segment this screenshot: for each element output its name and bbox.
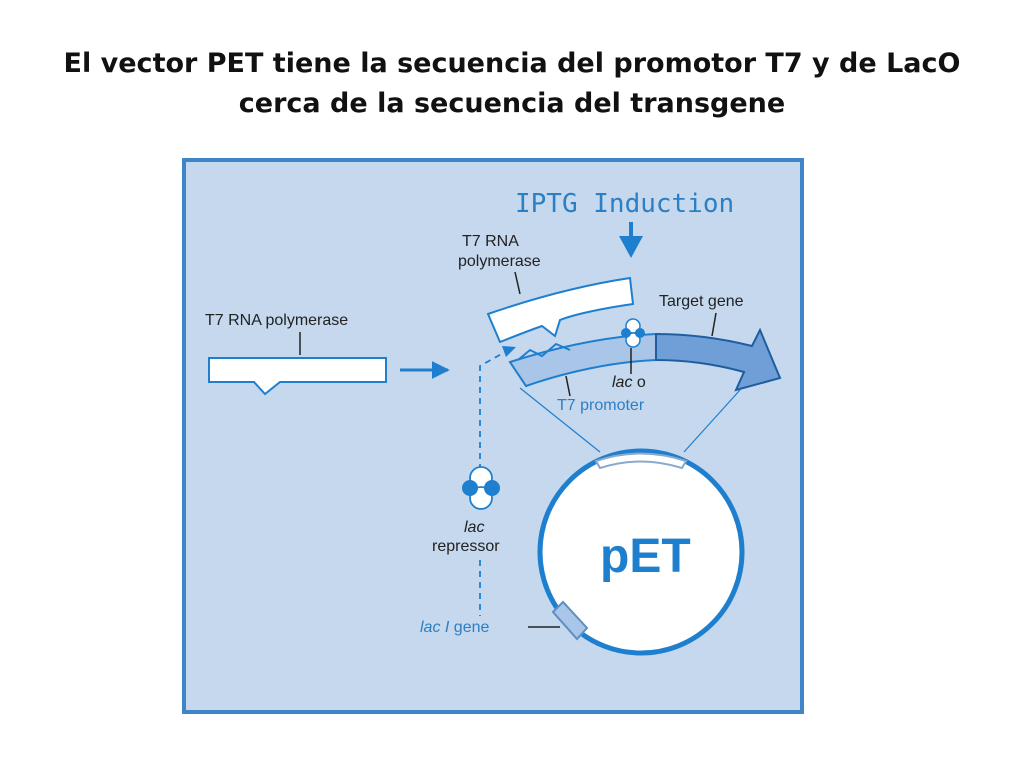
- lac-repressor-right: [484, 480, 500, 496]
- t7-top-leader-line: [514, 271, 521, 295]
- iptg-arrow-head: [619, 236, 643, 258]
- promoter-notch: [517, 342, 571, 361]
- lac-i-gene-label: lac I gene: [420, 619, 489, 636]
- repressor-dashed-path: [479, 351, 506, 470]
- t7-rna-polymerase-top-label-1: T7 RNA: [462, 233, 519, 250]
- t7-promoter-label: T7 promoter: [557, 397, 645, 414]
- pet-plasmid: [537, 448, 745, 656]
- lac-repressor-label-2: repressor: [432, 538, 500, 555]
- lac-i-gene-region: [551, 600, 589, 641]
- lac-repressor-left: [462, 480, 478, 496]
- lac-repressor-label-1: lac: [464, 519, 484, 536]
- plasmid-name: pET: [600, 530, 691, 583]
- title-line-1: El vector PET tiene la secuencia del pro…: [63, 48, 961, 79]
- lac-o-label: lac o: [612, 374, 646, 391]
- repressor-dashed-arrowhead: [502, 346, 516, 357]
- target-gene-arrow: [655, 327, 782, 392]
- t7-rna-polymerase-top-label-2: polymerase: [458, 253, 541, 270]
- plasmid-insert-region: [594, 452, 688, 470]
- lac-operator-bead-right: [635, 328, 645, 338]
- lac-operator-bead-left: [621, 328, 631, 338]
- slide-title: El vector PET tiene la secuencia del pro…: [0, 44, 1024, 124]
- t7-rna-polymerase-left-label: T7 RNA polymerase: [205, 312, 348, 329]
- target-gene-leader: [711, 312, 717, 337]
- t7-rna-polymerase-left-shape: [208, 357, 387, 396]
- t7-rna-polymerase-top-shape: [486, 276, 635, 344]
- title-line-2: cerca de la secuencia del transgene: [238, 88, 786, 119]
- insert-connector-right: [683, 389, 741, 453]
- iptg-induction-label: IPTG Induction: [515, 189, 734, 219]
- target-gene-label: Target gene: [659, 293, 744, 310]
- insert-connector-left: [519, 387, 601, 453]
- t7-promoter-leader: [565, 375, 571, 397]
